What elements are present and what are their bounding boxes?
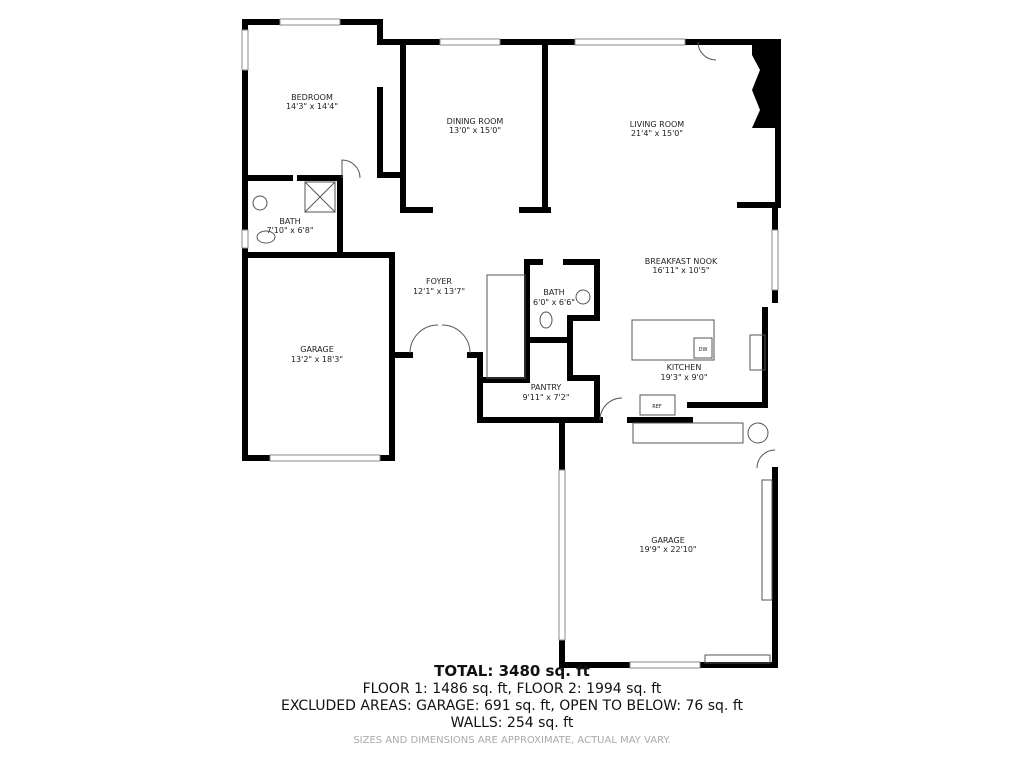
excluded-areas: EXCLUDED AREAS: GARAGE: 691 sq. ft, OPEN…: [280, 698, 743, 714]
room-name: LIVING ROOM: [630, 120, 685, 129]
room-name: BREAKFAST NOOK: [645, 257, 718, 266]
dishwasher-label: DW: [699, 347, 708, 353]
room-name: PANTRY: [531, 383, 562, 392]
door-swing: [756, 449, 776, 469]
water-heater: [747, 422, 769, 444]
fireplace: [752, 42, 778, 128]
room-size: 19'3" x 9'0": [660, 373, 707, 382]
range: [749, 334, 766, 371]
room-size: 14'3" x 14'4": [286, 102, 338, 111]
room-name: DINING ROOM: [447, 117, 504, 126]
room-labels: BEDROOM 14'3" x 14'4" DINING ROOM 13'0" …: [266, 93, 718, 554]
sink: [575, 289, 591, 305]
room-name: KITCHEN: [667, 363, 702, 372]
room-size: 12'1" x 13'7": [413, 287, 465, 296]
room-name: GARAGE: [300, 345, 334, 354]
room-name: FOYER: [426, 277, 452, 286]
door-swing: [341, 159, 361, 179]
fixtures: [252, 41, 776, 664]
disclaimer: SIZES AND DIMENSIONS ARE APPROXIMATE, AC…: [353, 735, 671, 746]
door-swing: [409, 324, 471, 354]
floor-areas: FLOOR 1: 1486 sq. ft, FLOOR 2: 1994 sq. …: [362, 681, 662, 697]
dishwasher: [693, 337, 713, 359]
room-name: BATH: [543, 288, 564, 297]
shower: [304, 181, 336, 213]
walls-area: WALLS: 254 sq. ft: [450, 715, 574, 731]
room-name: GARAGE: [651, 536, 685, 545]
room-size: 6'0" x 6'6": [533, 298, 575, 307]
sink: [252, 195, 268, 211]
stairs: [486, 274, 526, 379]
room-size: 9'11" x 7'2": [522, 393, 569, 402]
room-size: 13'2" x 18'3": [291, 355, 343, 364]
room-name: BATH: [279, 217, 300, 226]
refrigerator-label: REF: [652, 404, 662, 410]
refrigerator: [639, 394, 676, 416]
room-size: 19'9" x 22'10": [639, 545, 696, 554]
room-name: BEDROOM: [291, 93, 333, 102]
room-size: 7'10" x 6'8": [266, 226, 313, 235]
door-swing: [697, 41, 717, 61]
room-size: 16'11" x 10'5": [652, 266, 709, 275]
counter: [632, 422, 744, 444]
door-swing: [599, 397, 623, 421]
walls: [242, 19, 781, 668]
windows: [241, 18, 779, 669]
room-size: 13'0" x 15'0": [449, 126, 501, 135]
total-area: TOTAL: 3480 sq. ft: [434, 662, 590, 680]
room-size: 21'4" x 15'0": [631, 129, 683, 138]
toilet: [539, 311, 553, 329]
kitchen-island: [631, 319, 715, 361]
toilet: [256, 230, 276, 244]
